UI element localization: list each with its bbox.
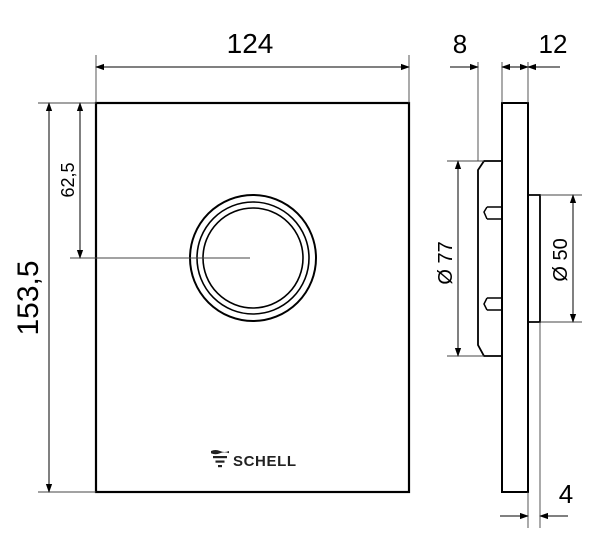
- plate-thickness-dimension: 4: [500, 322, 573, 528]
- button-offset-dimension: 62,5: [58, 102, 84, 259]
- button-offset-label: 62,5: [58, 162, 78, 197]
- depth-back-label: 12: [539, 29, 568, 59]
- mounting-body-left: [477, 160, 502, 357]
- cover-plate-outline: [94, 101, 411, 494]
- height-label: 153,5: [12, 260, 45, 335]
- diameter-inner-dimension: Ø 50: [540, 194, 582, 323]
- button-projection-right: [528, 194, 541, 323]
- brand-name: SCHELL: [233, 453, 297, 470]
- width-label: 124: [227, 28, 274, 59]
- side-view: [477, 102, 541, 493]
- schell-wave-logo-icon: [211, 450, 229, 468]
- depth-front-label: 8: [453, 29, 467, 59]
- front-view: SCHELL: [70, 101, 411, 494]
- diameter-outer-dimension: Ø 77: [435, 160, 484, 357]
- depth-dimensions: 8 12: [450, 29, 567, 161]
- diameter-inner-label: Ø 50: [550, 238, 572, 281]
- diameter-outer-label: Ø 77: [435, 241, 457, 284]
- mounting-clip-lower: [483, 297, 502, 311]
- side-plate: [501, 102, 529, 493]
- mounting-clip-upper: [483, 206, 502, 220]
- width-dimension: 124: [95, 28, 410, 103]
- height-dimension: 153,5: [12, 102, 96, 493]
- plate-thickness-label: 4: [559, 479, 573, 509]
